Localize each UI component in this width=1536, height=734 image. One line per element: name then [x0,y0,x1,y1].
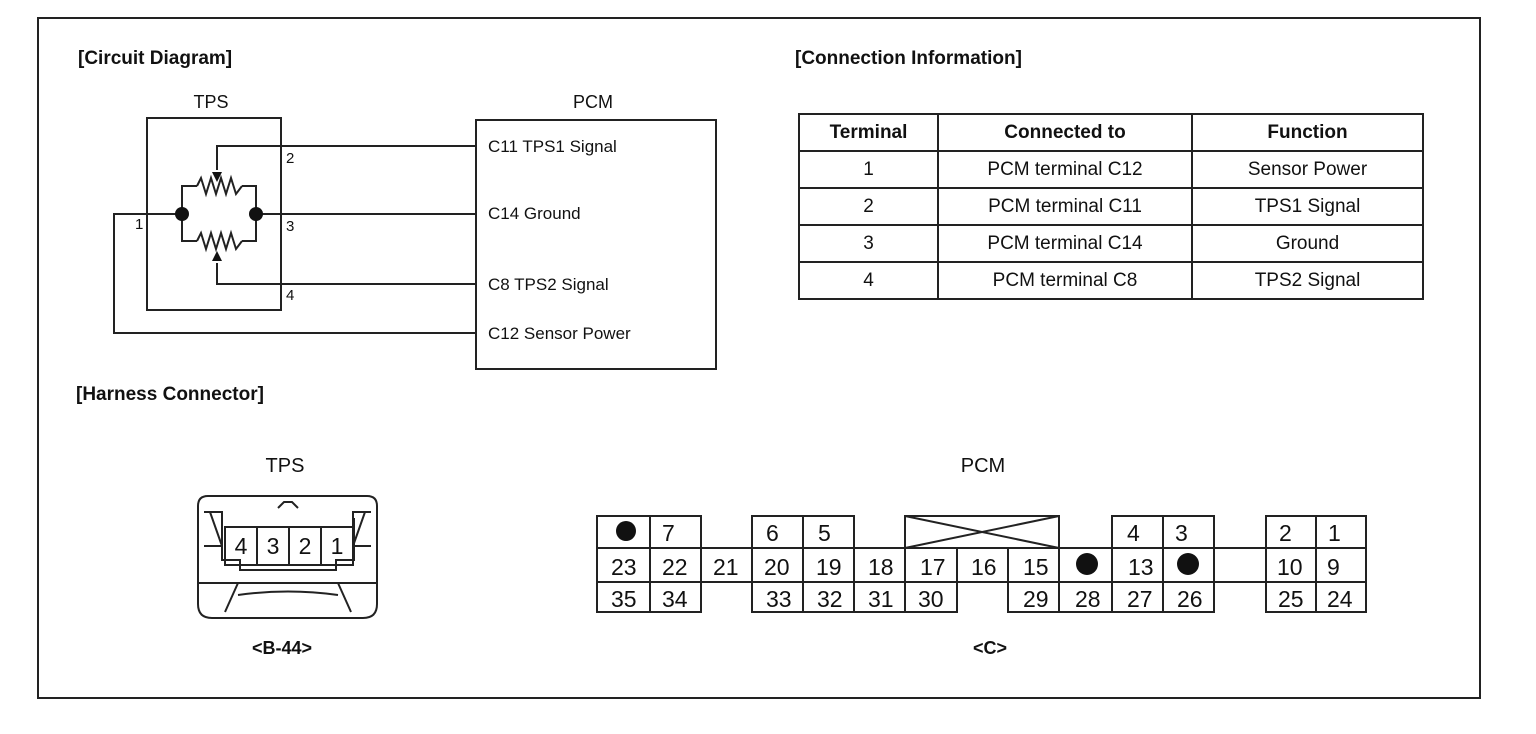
pcm-label: PCM [573,92,613,112]
pcm-box [475,119,717,370]
cell-connected-to: PCM terminal C14 [937,224,1193,263]
wire-tps1-signal [216,145,476,170]
pcm-terminal-c8: C8 TPS2 Signal [488,275,609,294]
pcm-pin-label: 24 [1327,586,1353,612]
cell-function: TPS1 Signal [1191,187,1424,226]
tps-pin-cell: 3 [258,528,290,564]
pcm-pin-label: 19 [816,554,842,580]
junction-dot-left [175,207,189,221]
pcm-pin-label: 26 [1177,586,1203,612]
pcm-connector-code: <C> [972,638,1008,658]
cell-connected-to: PCM terminal C11 [937,187,1193,226]
pcm-pin-label: 16 [971,554,997,580]
table-row: 4 PCM terminal C8 TPS2 Signal [798,261,1424,300]
pcm-pin-label: 28 [1075,586,1101,612]
connection-information-heading: [Connection Information] [795,48,1022,69]
pcm-pin-label: 35 [611,586,637,612]
pcm-pin-label: 21 [713,554,739,580]
tps-connector-title: TPS [265,455,305,477]
connection-table: Terminal Connected to Function 1 PCM ter… [798,113,1424,300]
pcm-pin-label: 1 [1328,520,1341,546]
pin-3-label: 3 [286,218,295,235]
pcm-pin-label: 23 [611,554,637,580]
resistor-upper [196,174,243,198]
pcm-pin-label: 32 [817,586,843,612]
pcm-pin-label: 2 [1279,520,1292,546]
header-function: Function [1191,113,1424,152]
table-row: 3 PCM terminal C14 Ground [798,224,1424,263]
table-header-row: Terminal Connected to Function [798,113,1424,152]
circuit-diagram-heading: [Circuit Diagram] [78,48,233,69]
cell-function: Sensor Power [1191,150,1424,189]
pcm-pin-label: 33 [766,586,792,612]
pcm-pin-label: 17 [920,554,946,580]
junction-dot-right [249,207,263,221]
header-terminal: Terminal [798,113,939,152]
pcm-pin-label: 27 [1127,586,1153,612]
pcm-pin-label: 15 [1023,554,1049,580]
wiper-arrow-lower [212,251,222,261]
unused-pin-dot [1076,553,1098,575]
tps-connector-pins: 4 3 2 1 [224,526,354,566]
pcm-pin-label: 34 [662,586,688,612]
table-row: 2 PCM terminal C11 TPS1 Signal [798,187,1424,226]
pcm-pin-label: 20 [764,554,790,580]
pin-2-label: 2 [286,150,295,167]
cell-function: TPS2 Signal [1191,261,1424,300]
pcm-pin-label: 9 [1327,554,1340,580]
pcm-pin-label: 7 [662,520,675,546]
unused-pin-dot [1177,553,1199,575]
diagram-frame [37,17,1481,699]
pcm-pin-label: 4 [1127,520,1140,546]
cell-terminal: 3 [798,224,939,263]
pcm-pin-label: 25 [1278,586,1304,612]
pcm-terminal-c11: C11 TPS1 Signal [488,137,617,156]
pcm-pin-label: 31 [868,586,894,612]
cell-function: Ground [1191,224,1424,263]
pcm-pin-label: 13 [1128,554,1154,580]
pcm-pin-label: 29 [1023,586,1049,612]
pcm-pin-label: 22 [662,554,688,580]
tps-label: TPS [193,92,229,112]
pcm-pin-label: 18 [868,554,894,580]
table-row: 1 PCM terminal C12 Sensor Power [798,150,1424,189]
pcm-pin-label: 6 [766,520,779,546]
pcm-pin-label: 5 [818,520,831,546]
cell-connected-to: PCM terminal C12 [937,150,1193,189]
pcm-connector-title: PCM [960,455,1006,477]
cell-terminal: 4 [798,261,939,300]
unused-pin-dot [616,521,636,541]
wire-sensor-power [113,213,476,334]
cell-connected-to: PCM terminal C8 [937,261,1193,300]
harness-connector-heading: [Harness Connector] [76,384,264,405]
pcm-pin-label: 10 [1277,554,1303,580]
pcm-pin-label: 3 [1175,520,1188,546]
pcm-terminal-c14: C14 Ground [488,204,581,223]
cell-terminal: 2 [798,187,939,226]
tps-pin-cell: 1 [330,533,344,559]
wiper-arrow-upper [212,172,222,182]
pcm-terminal-c12: C12 Sensor Power [488,324,631,343]
wire-tps2-signal [216,263,476,285]
pcm-pin-label: 30 [918,586,944,612]
resistor-network-frame [181,185,197,214]
pin-1-label: 1 [135,216,144,233]
tps-connector-code: <B-44> [251,638,313,658]
pin-4-label: 4 [286,287,295,304]
tps-pin-cell: 2 [290,528,322,564]
cell-terminal: 1 [798,150,939,189]
resistor-lower [196,229,243,253]
tps-pin-cell: 4 [226,528,258,564]
tps-connector-shell [197,495,378,619]
header-connected-to: Connected to [937,113,1193,152]
